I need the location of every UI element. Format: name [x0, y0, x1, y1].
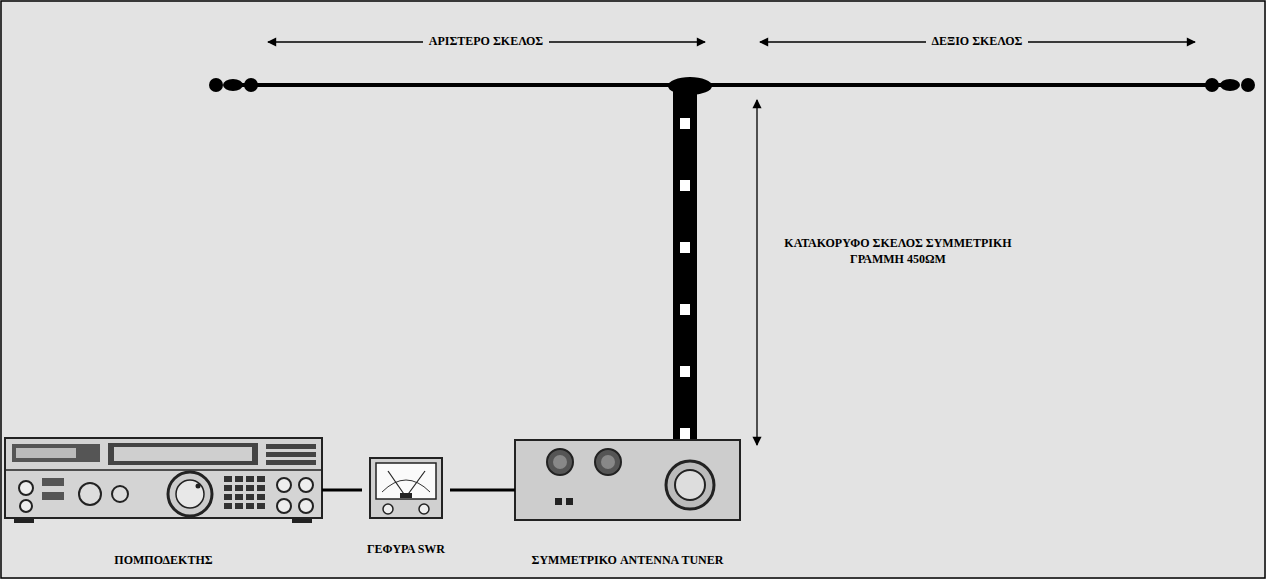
swr-bridge-box: ΓΕΦΥΡΑ SWR: [362, 458, 450, 557]
coax-cable: [322, 489, 362, 492]
ladder-spacers: [680, 118, 690, 439]
device-caption: ΠΟΜΠΟΔΕΚΤΗΣ: [5, 554, 322, 568]
antenna-tuner-box: ΣΥΜΜΕΤΡΙΚΟ ANTENNA TUNER: [515, 440, 740, 568]
dimension-label: ΑΡΙΣΤΕΡΟ ΣΚΕΛΟΣ: [423, 34, 549, 50]
insulator: [209, 78, 258, 92]
center-insulator: [668, 77, 712, 95]
dimension-label: ΔΕΞΙΟ ΣΚΕΛΟΣ: [926, 34, 1029, 50]
feedline-label: ΚΑΤΑΚΟΡΥΦΟ ΣΚΕΛΟΣ ΣΥΜΜΕΤΡΙΚΗ ΓΡΑΜΜΗ 450Ω…: [776, 236, 1020, 267]
device-caption: ΣΥΜΜΕΤΡΙΚΟ ANTENNA TUNER: [515, 554, 740, 568]
transceiver-box: ΠΟΜΠΟΔΕΚΤΗΣ: [5, 438, 322, 568]
insulator: [1205, 78, 1255, 92]
tuner-drawing: [515, 440, 740, 520]
dimension-arrow: [756, 100, 757, 445]
transceiver-drawing: [5, 438, 322, 523]
antenna-wire: [230, 83, 1228, 87]
ladder-line: [673, 90, 697, 442]
coax-cable: [450, 489, 515, 492]
device-caption: ΓΕΦΥΡΑ SWR: [362, 543, 450, 557]
swr-meter-drawing: [370, 458, 442, 518]
